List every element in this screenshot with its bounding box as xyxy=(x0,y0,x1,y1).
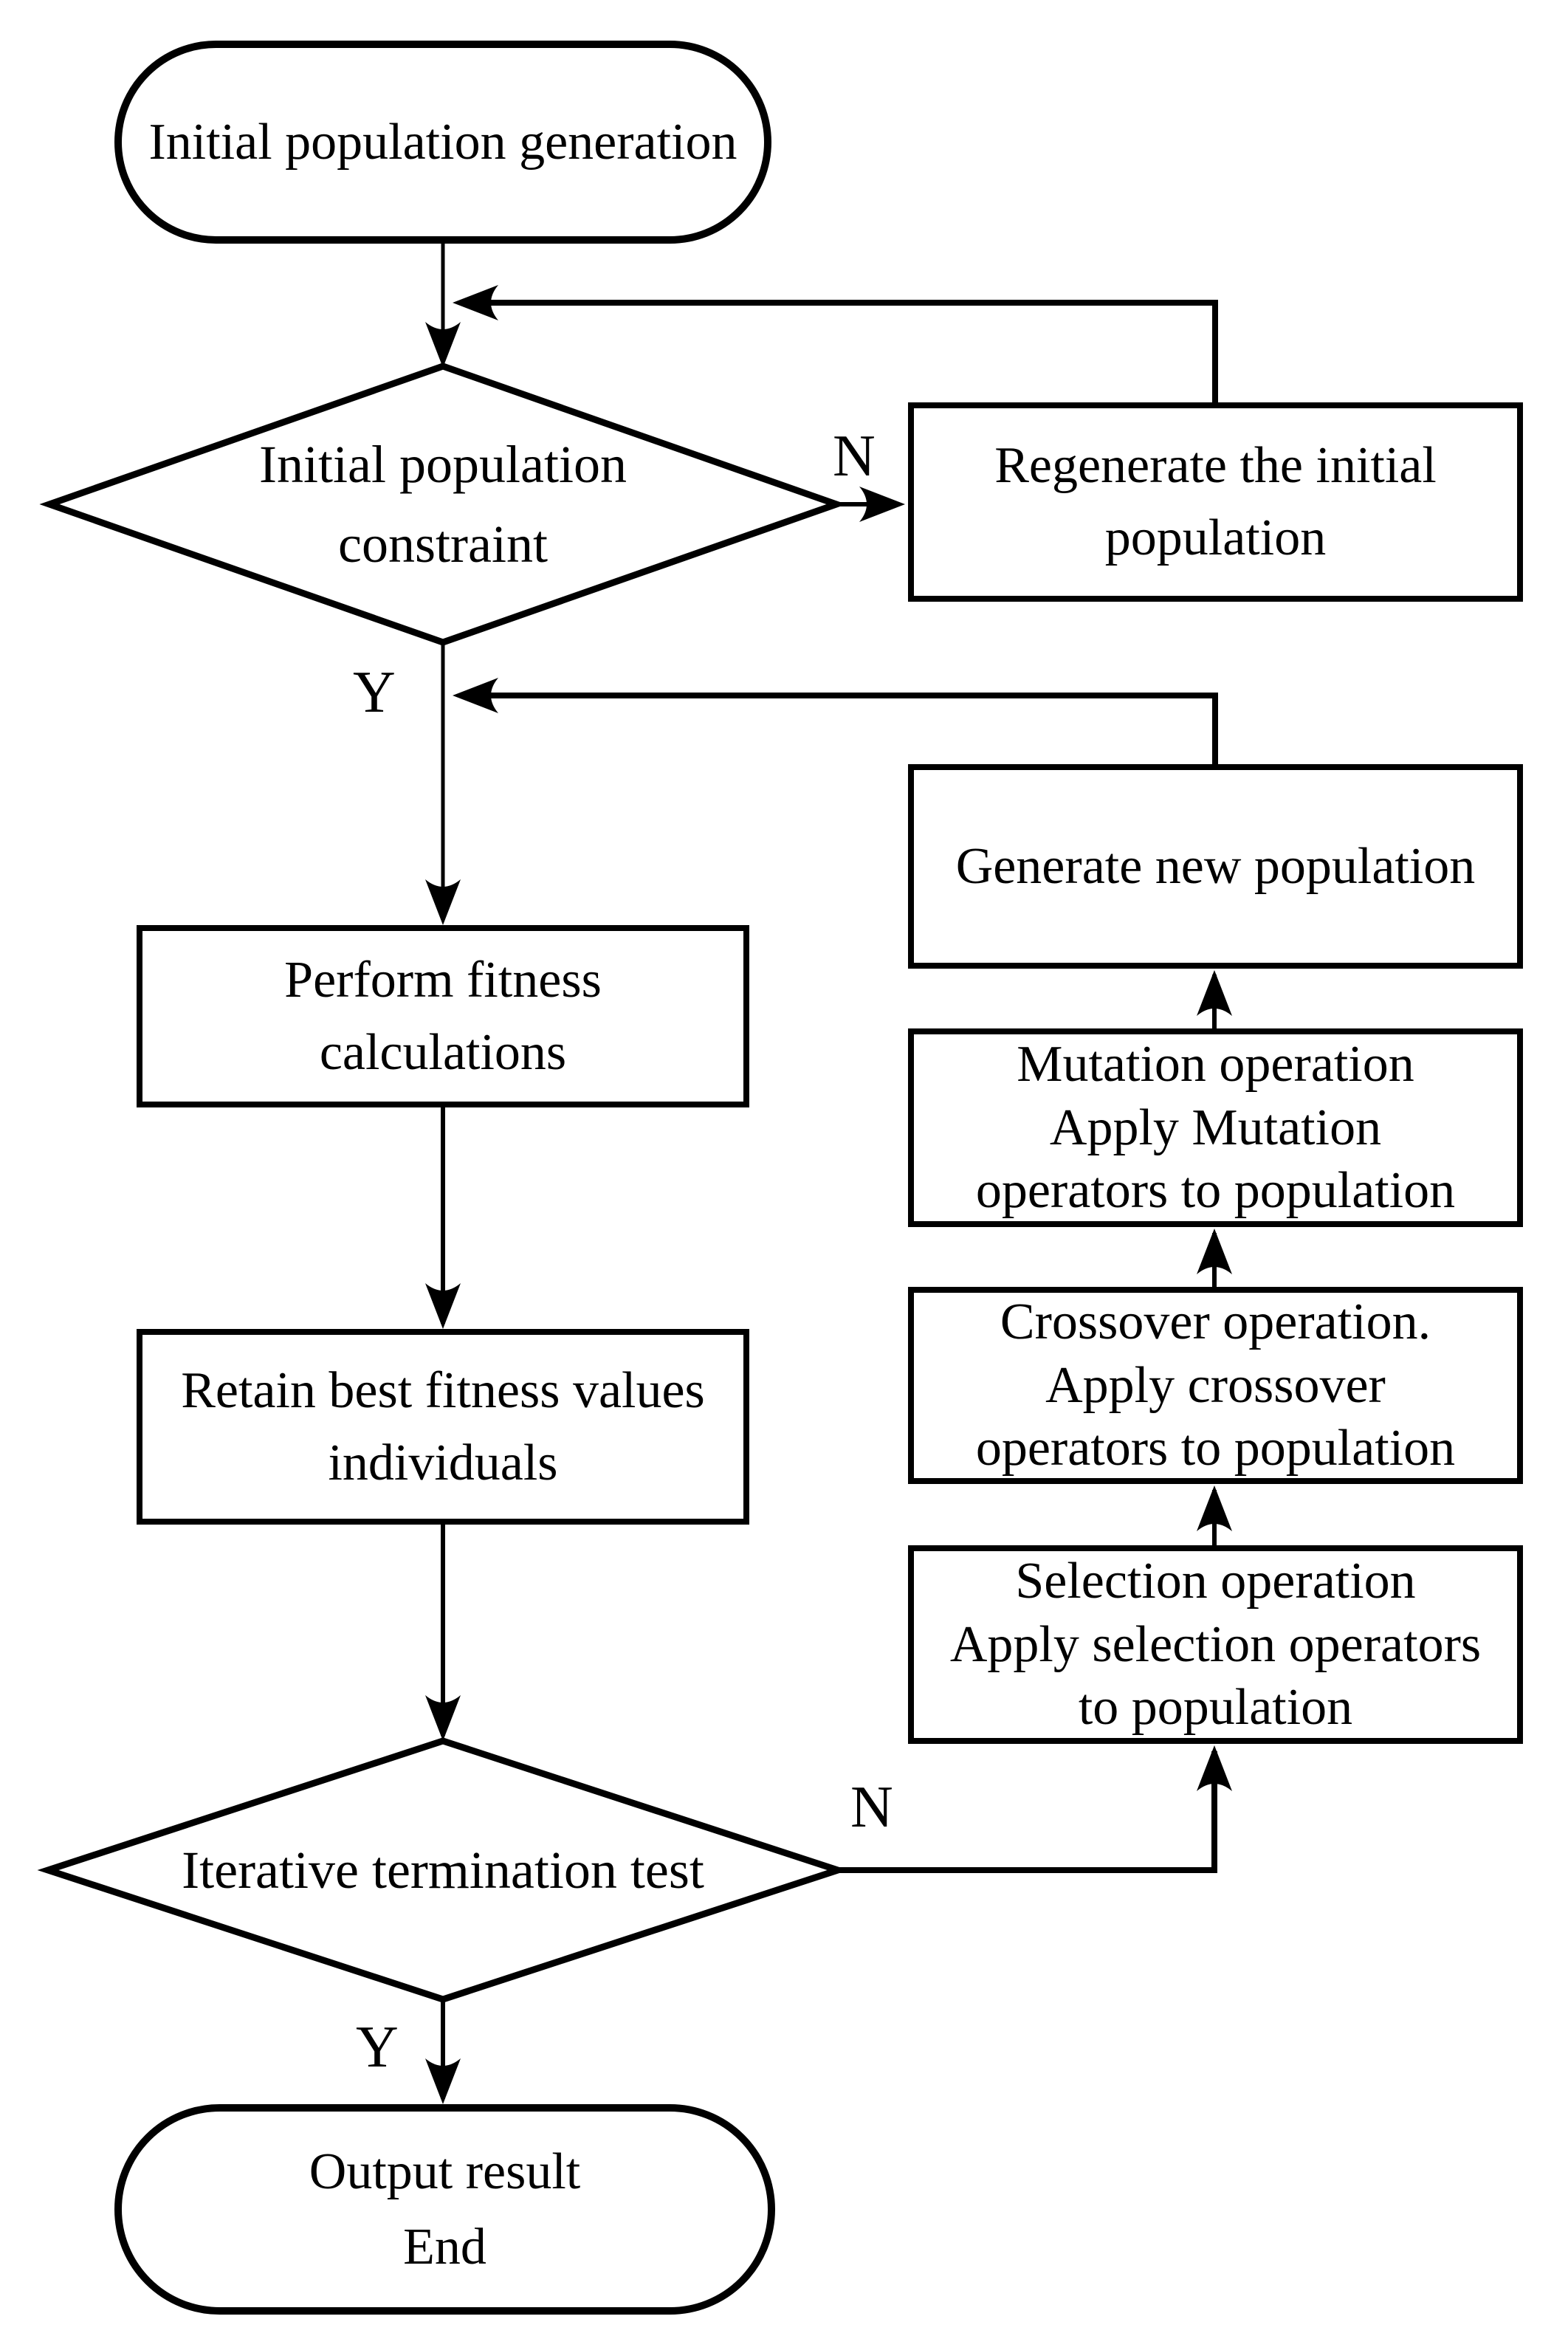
selection-label-line1: Selection operation xyxy=(1015,1553,1416,1610)
node-generate-new-population: Generate new population xyxy=(908,764,1523,969)
arrowhead-into-selection xyxy=(1197,1745,1232,1791)
node-start: Initial population generation xyxy=(114,41,771,244)
regenerate-label-line1: Regenerate the initial xyxy=(994,437,1437,494)
crossover-label-line2: Apply crossover xyxy=(1045,1356,1386,1414)
end-label-line2: End xyxy=(403,2218,486,2275)
generate-label: Generate new population xyxy=(955,837,1476,895)
node-start-label: Initial population generation xyxy=(148,113,737,171)
node-crossover: Crossover operation. Apply crossover ope… xyxy=(908,1287,1523,1484)
end-label-line1: Output result xyxy=(309,2143,581,2200)
mutation-label-line3: operators to population xyxy=(975,1162,1456,1220)
crossover-label-line3: operators to population xyxy=(975,1420,1456,1477)
retain-label-line2: individuals xyxy=(328,1434,558,1491)
regenerate-label-line2: population xyxy=(1104,509,1327,566)
constraint-label-line2: constraint xyxy=(338,515,548,574)
node-end: Output result End xyxy=(114,2104,775,2315)
node-initial-population-constraint: Initial population constraint xyxy=(49,366,836,642)
edge-generate-feedback xyxy=(465,693,1218,764)
retain-label-line1: Retain best fitness values xyxy=(181,1361,705,1419)
edge-termination-no xyxy=(838,1751,1217,1873)
crossover-label-line1: Crossover operation. xyxy=(1000,1294,1431,1351)
arrowhead-generate-feedback xyxy=(453,678,498,713)
node-iterative-termination-test: Iterative termination test xyxy=(48,1741,838,1999)
arrowhead-into-perform xyxy=(425,879,461,925)
perform-label-line2: calculations xyxy=(319,1023,567,1081)
arrowhead-into-retain xyxy=(425,1283,461,1329)
mutation-label-line1: Mutation operation xyxy=(1017,1036,1414,1093)
arrowhead-into-end xyxy=(425,2058,461,2104)
label-termination-yes: Y xyxy=(356,2015,399,2080)
node-selection: Selection operation Apply selection oper… xyxy=(908,1545,1523,1744)
label-constraint-no: N xyxy=(833,424,876,489)
arrowhead-into-crossover xyxy=(1197,1485,1232,1531)
perform-label-line1: Perform fitness xyxy=(284,951,602,1009)
mutation-label-line2: Apply Mutation xyxy=(1049,1099,1382,1156)
edge-regenerate-feedback xyxy=(465,300,1218,402)
selection-label-line2: Apply selection operators xyxy=(949,1615,1482,1673)
label-constraint-yes: Y xyxy=(353,660,396,725)
termination-label: Iterative termination test xyxy=(182,1841,704,1900)
arrowhead-into-generate xyxy=(1197,970,1232,1016)
arrowhead-regenerate-feedback xyxy=(453,285,498,320)
arrowhead-into-regenerate xyxy=(859,487,905,522)
constraint-label-line1: Initial population xyxy=(259,435,627,494)
arrowhead-into-termination xyxy=(425,1695,461,1741)
node-retain-best-fitness: Retain best fitness values individuals xyxy=(137,1329,749,1525)
label-termination-no: N xyxy=(850,1775,893,1840)
node-mutation: Mutation operation Apply Mutation operat… xyxy=(908,1028,1523,1227)
arrowhead-into-mutation xyxy=(1197,1229,1232,1274)
node-regenerate: Regenerate the initial population xyxy=(908,402,1523,602)
arrowhead-into-constraint xyxy=(425,322,461,368)
selection-label-line3: to population xyxy=(1078,1679,1353,1736)
node-perform-fitness: Perform fitness calculations xyxy=(137,925,749,1107)
